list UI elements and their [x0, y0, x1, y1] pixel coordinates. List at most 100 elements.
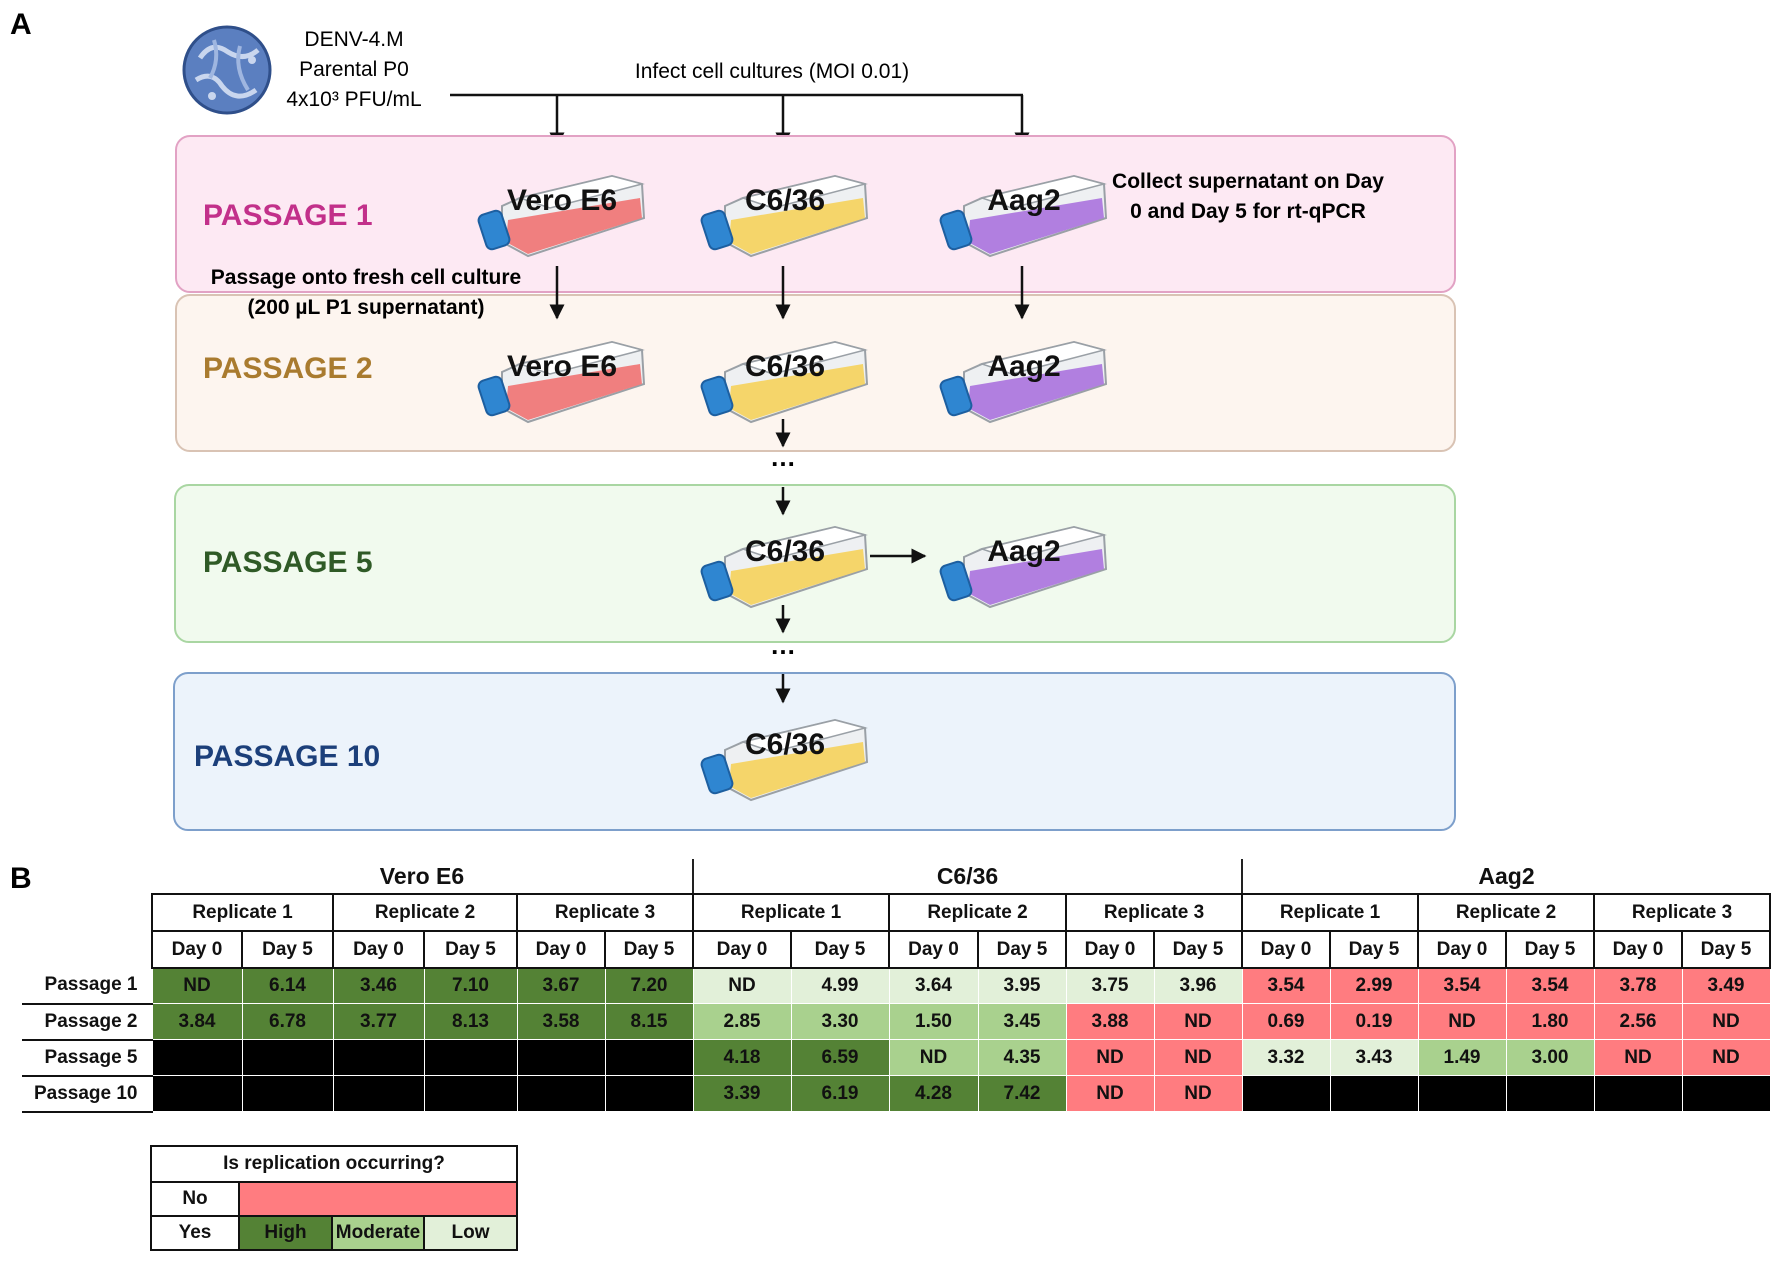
ellipsis-1: …	[770, 442, 796, 472]
value-cell: 3.88	[1065, 1003, 1155, 1040]
passage-5-label: PASSAGE 5	[203, 546, 373, 579]
day-header: Day 5	[790, 930, 890, 969]
legend-low-swatch: Low	[423, 1215, 518, 1251]
value-cell: 3.75	[1065, 967, 1155, 1004]
value-cell	[1417, 1075, 1507, 1112]
aag2-flask-label: Aag2	[987, 350, 1060, 383]
value-cell	[516, 1075, 606, 1112]
virus-name: DENV-4.M	[304, 28, 403, 51]
day-header: Day 0	[516, 930, 606, 969]
c636-flask-label: C6/36	[745, 350, 825, 383]
replicate-header: Replicate 2	[888, 893, 1067, 932]
replicate-header: Replicate 3	[1065, 893, 1243, 932]
c636-flask-icon: C6/36	[700, 174, 869, 258]
virus-icon	[182, 25, 272, 115]
value-cell: 1.49	[1417, 1039, 1507, 1076]
value-cell: 2.85	[692, 1003, 792, 1040]
c636-flask-icon: C6/36	[700, 525, 869, 609]
legend-table: Is replication occurring? No Yes High Mo…	[150, 1145, 518, 1251]
panel-b-label: B	[10, 862, 32, 895]
value-cell: 4.35	[977, 1039, 1067, 1076]
replicate-header: Replicate 3	[1593, 893, 1771, 932]
aag2-flask-label: Aag2	[987, 535, 1060, 568]
c636-flask-label: C6/36	[745, 728, 825, 761]
value-cell: 3.32	[1241, 1039, 1331, 1076]
value-cell: ND	[1681, 1003, 1771, 1040]
group-header: Vero E6	[152, 859, 693, 895]
day-header: Day 5	[1681, 930, 1771, 969]
value-cell: 6.19	[790, 1075, 890, 1112]
value-cell: 8.13	[423, 1003, 518, 1040]
value-cell: 6.14	[241, 967, 334, 1004]
legend-yes-label: Yes	[150, 1215, 240, 1251]
value-cell: 7.10	[423, 967, 518, 1004]
passage-note-line1: Passage onto fresh cell culture	[211, 266, 521, 289]
value-cell: ND	[1153, 1003, 1243, 1040]
legend-no-swatch	[238, 1181, 518, 1217]
replicate-header: Replicate 2	[1417, 893, 1595, 932]
value-cell: ND	[1593, 1039, 1683, 1076]
value-cell: 7.42	[977, 1075, 1067, 1112]
virus-titer: 4x10³ PFU/mL	[286, 88, 421, 111]
value-cell	[332, 1039, 425, 1076]
ellipsis-2: …	[770, 630, 796, 660]
value-cell: 3.00	[1505, 1039, 1595, 1076]
value-cell: 3.67	[516, 967, 606, 1004]
passage-note-line2: (200 µL P1 supernatant)	[248, 296, 485, 319]
replicate-header: Replicate 1	[151, 893, 334, 932]
value-cell: 7.20	[604, 967, 694, 1004]
value-cell: ND	[1153, 1039, 1243, 1076]
vero-flask-icon: Vero E6	[477, 174, 646, 258]
value-cell: 3.96	[1153, 967, 1243, 1004]
row-label: Passage 1	[22, 968, 152, 1005]
day-header: Day 0	[1417, 930, 1507, 969]
value-cell: 2.56	[1593, 1003, 1683, 1040]
value-cell	[1329, 1075, 1419, 1112]
corner-cell	[22, 894, 152, 931]
c636-flask-label: C6/36	[745, 535, 825, 568]
value-cell: ND	[1065, 1075, 1155, 1112]
row-label: Passage 5	[22, 1039, 152, 1077]
day-header: Day 0	[151, 930, 243, 969]
value-cell: ND	[1681, 1039, 1771, 1076]
replicate-header: Replicate 2	[332, 893, 518, 932]
legend-high-swatch: High	[238, 1215, 333, 1251]
value-cell: 3.46	[332, 967, 425, 1004]
value-cell	[423, 1075, 518, 1112]
value-cell: ND	[1065, 1039, 1155, 1076]
value-cell: 3.54	[1505, 967, 1595, 1004]
value-cell	[151, 1039, 243, 1076]
passage-1-label: PASSAGE 1	[203, 199, 373, 232]
collect-label-line1: Collect supernatant on Day	[1112, 170, 1384, 193]
virus-passage: Parental P0	[299, 58, 409, 81]
vero-flask-label: Vero E6	[507, 184, 617, 217]
value-cell: 0.19	[1329, 1003, 1419, 1040]
vero-flask-label: Vero E6	[507, 350, 617, 383]
day-header: Day 0	[1241, 930, 1331, 969]
value-cell: 4.28	[888, 1075, 979, 1112]
value-cell: 1.50	[888, 1003, 979, 1040]
replicate-header: Replicate 1	[692, 893, 890, 932]
value-cell: 0.69	[1241, 1003, 1331, 1040]
day-header: Day 5	[1505, 930, 1595, 969]
value-cell: 2.99	[1329, 967, 1419, 1004]
value-cell	[516, 1039, 606, 1076]
corner-cell	[22, 931, 152, 968]
value-cell	[1241, 1075, 1331, 1112]
aag2-flask-icon: Aag2	[939, 174, 1108, 258]
value-cell	[1681, 1075, 1771, 1112]
replicate-header: Replicate 3	[516, 893, 694, 932]
c636-flask-icon: C6/36	[700, 718, 869, 802]
value-cell	[1505, 1075, 1595, 1112]
value-cell: 1.80	[1505, 1003, 1595, 1040]
passage-2-label: PASSAGE 2	[203, 352, 373, 385]
collect-label-line2: 0 and Day 5 for rt-qPCR	[1130, 200, 1366, 223]
value-cell	[604, 1039, 694, 1076]
c636-flask-label: C6/36	[745, 184, 825, 217]
